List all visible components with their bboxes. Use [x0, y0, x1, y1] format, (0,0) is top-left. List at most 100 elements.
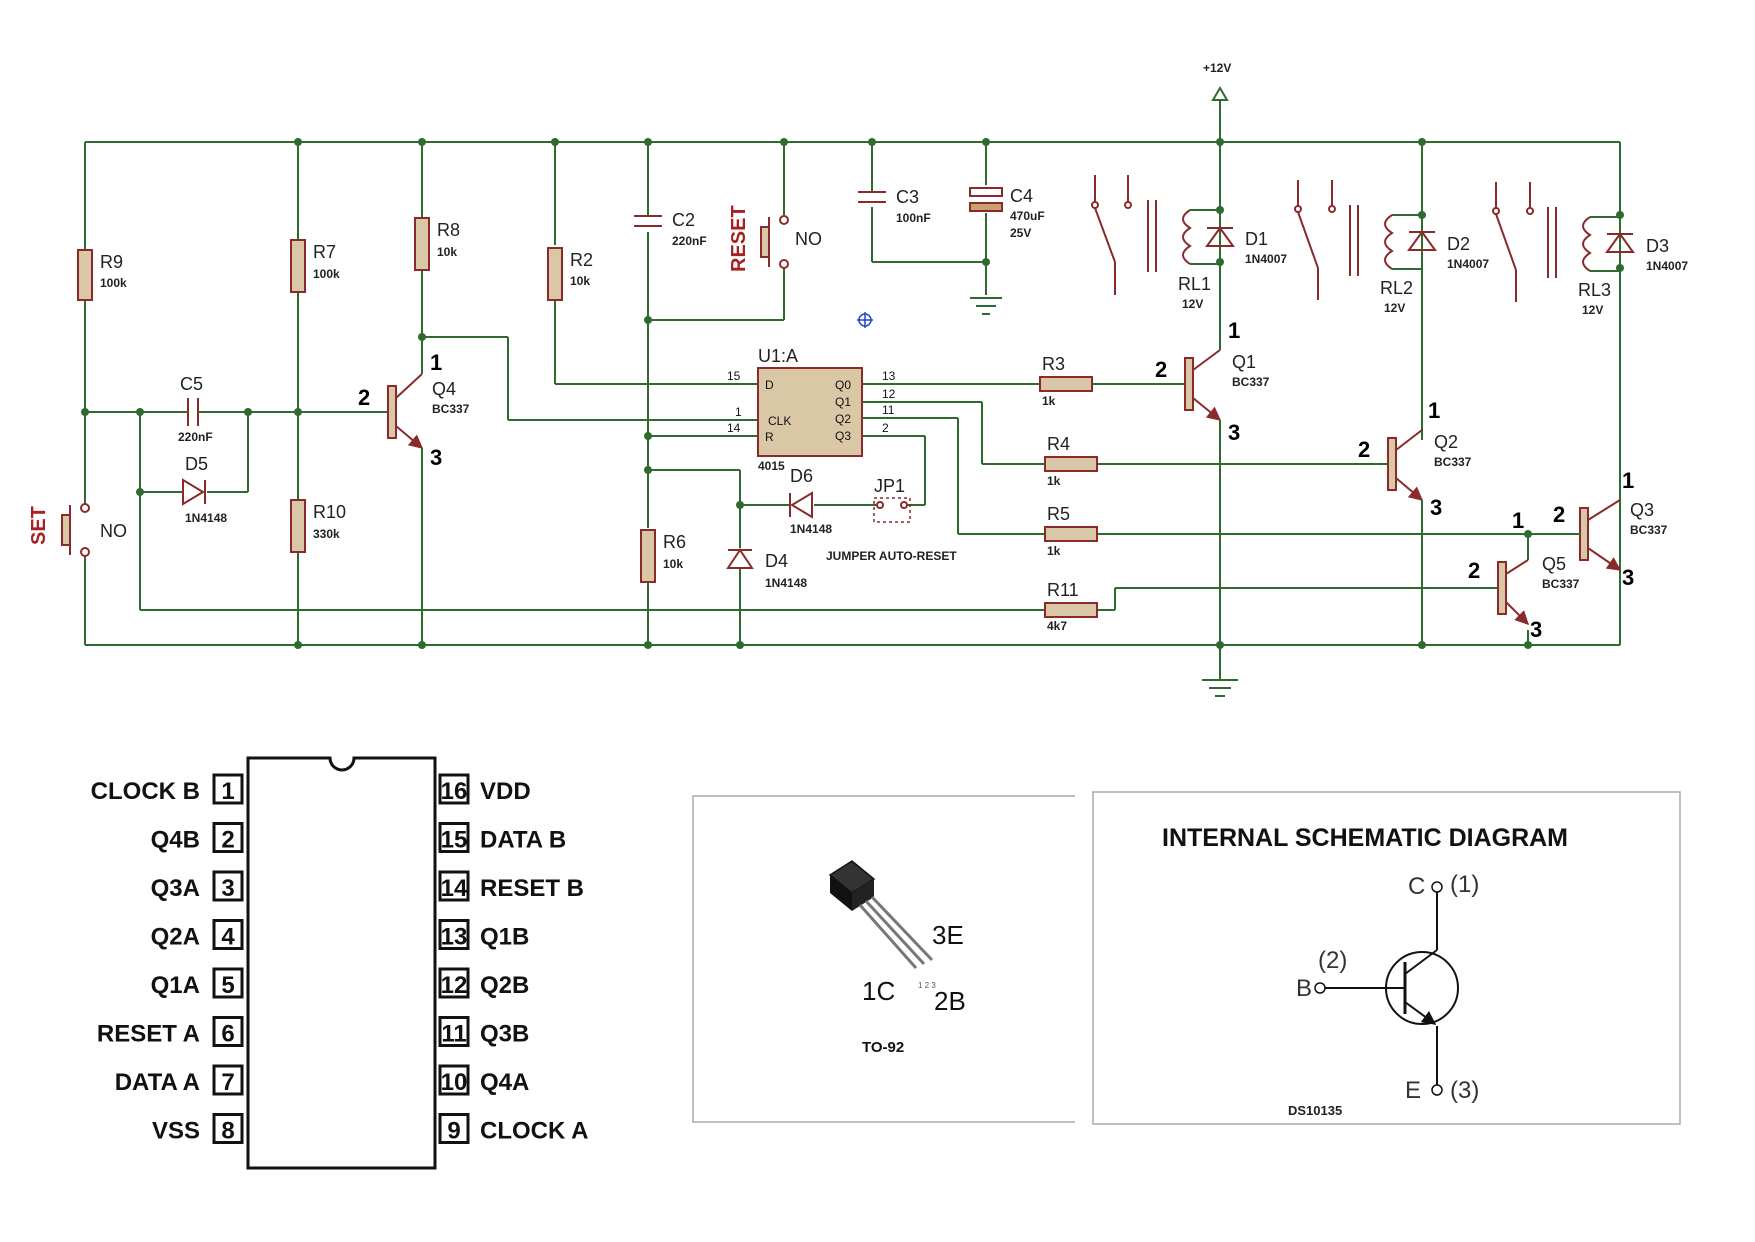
svg-text:DS10135: DS10135: [1288, 1103, 1342, 1118]
resistor-r3: R3 1k: [1039, 354, 1093, 408]
svg-text:BC337: BC337: [1232, 375, 1270, 389]
svg-text:R6: R6: [663, 532, 686, 552]
svg-text:Q2: Q2: [835, 412, 851, 426]
svg-text:BC337: BC337: [432, 402, 470, 416]
svg-text:D5: D5: [185, 454, 208, 474]
dip-pin-name: VDD: [480, 778, 531, 805]
svg-text:2: 2: [882, 421, 889, 435]
svg-text:BC337: BC337: [1542, 577, 1580, 591]
svg-text:C3: C3: [896, 187, 919, 207]
svg-text:3: 3: [430, 445, 442, 470]
svg-text:BC337: BC337: [1434, 455, 1472, 469]
dip-pin-number: 1: [221, 778, 234, 805]
svg-text:1N4148: 1N4148: [765, 576, 807, 590]
to92-package-icon: [828, 860, 934, 969]
dip-pin-name: Q3A: [151, 875, 200, 902]
svg-text:D2: D2: [1447, 234, 1470, 254]
dip-pin-number: 5: [221, 972, 234, 999]
svg-text:1 2 3: 1 2 3: [918, 981, 936, 990]
svg-text:220nF: 220nF: [672, 234, 707, 248]
ic-ref: U1:A: [758, 346, 798, 366]
svg-text:1k: 1k: [1042, 394, 1056, 408]
svg-text:1k: 1k: [1047, 474, 1061, 488]
svg-text:3: 3: [1228, 420, 1240, 445]
ground-symbol-bottom: [1202, 679, 1238, 697]
svg-text:Q3: Q3: [1630, 500, 1654, 520]
svg-text:10k: 10k: [437, 245, 457, 259]
dip-pin-name: Q4A: [480, 1069, 529, 1096]
ic-u1a: U1:A 4015 D CLK R Q0 Q1 Q2 Q3 15 1 14 13…: [727, 346, 896, 473]
svg-text:Q4: Q4: [432, 379, 456, 399]
diode-d1: D1 1N4007: [1205, 226, 1287, 266]
svg-text:1N4007: 1N4007: [1646, 259, 1688, 273]
dip-pin-name: Q2B: [480, 972, 529, 999]
svg-text:Q2: Q2: [1434, 432, 1458, 452]
svg-text:(1): (1): [1450, 871, 1479, 898]
svg-text:330k: 330k: [313, 527, 340, 541]
dip-pin-left: 6 RESET A: [97, 1016, 244, 1048]
dip-pin-number: 14: [441, 875, 468, 902]
dip-pin-number: 7: [221, 1069, 234, 1096]
svg-text:1: 1: [1622, 468, 1634, 493]
dip-pin-number: 2: [221, 827, 234, 854]
dip-pin-number: 13: [441, 924, 468, 951]
dip-pin-name: Q1B: [480, 924, 529, 951]
svg-text:TO-92: TO-92: [862, 1039, 904, 1056]
svg-text:R5: R5: [1047, 504, 1070, 524]
dip-pin-name: DATA A: [115, 1069, 200, 1096]
dip-pin-number: 9: [447, 1118, 460, 1145]
to92-panel: 3E 1C 2B 1 2 3 TO-92: [692, 795, 1075, 1123]
svg-text:2: 2: [1468, 558, 1480, 583]
svg-text:R: R: [765, 430, 774, 444]
resistor-r2: R2 10k: [547, 247, 593, 301]
reset-switch: RESET NO: [728, 205, 822, 272]
svg-text:C: C: [1408, 873, 1425, 900]
svg-text:D: D: [765, 378, 774, 392]
dip-pin-number: 6: [221, 1021, 234, 1048]
resistor-r7: R7 100k: [290, 239, 340, 293]
dip-pin-number: 12: [441, 972, 468, 999]
diode-d3: D3 1N4007: [1605, 232, 1688, 273]
svg-text:3: 3: [1530, 617, 1542, 642]
svg-text:NO: NO: [795, 229, 822, 249]
capacitor-c2: C2 220nF: [634, 210, 707, 248]
resistor-r4: R4 1k: [1044, 434, 1098, 488]
reset-switch-label: RESET: [728, 205, 750, 272]
svg-text:R3: R3: [1042, 354, 1065, 374]
dip-pin-name: Q2A: [151, 924, 200, 951]
dip-pin-name: Q3B: [480, 1021, 529, 1048]
dip-pin-number: 3: [221, 875, 234, 902]
dip-pin-name: Q1A: [151, 972, 200, 999]
dip-pin-name: CLOCK B: [91, 778, 200, 805]
supply-terminal: +12V: [1203, 61, 1231, 101]
dip-pin-name: RESET B: [480, 875, 584, 902]
svg-text:220nF: 220nF: [178, 430, 213, 444]
svg-text:1N4148: 1N4148: [790, 522, 832, 536]
diode-d5: D5 1N4148: [182, 454, 227, 525]
svg-text:R11: R11: [1047, 580, 1079, 600]
dip-pin-name: Q4B: [151, 827, 200, 854]
svg-text:R10: R10: [313, 502, 346, 522]
svg-text:NO: NO: [100, 521, 127, 541]
dip-pin-name: DATA B: [480, 827, 566, 854]
dip-pin-left: 1 CLOCK B: [91, 773, 244, 805]
svg-text:11: 11: [882, 403, 895, 417]
schematic-wires: [84, 100, 1621, 680]
svg-text:12: 12: [882, 387, 896, 401]
svg-text:1: 1: [1512, 508, 1524, 533]
capacitor-c4: C4 470uF 25V: [969, 186, 1045, 240]
svg-text:14: 14: [727, 421, 741, 435]
dip-pin-left: 5 Q1A: [151, 967, 244, 999]
svg-text:2: 2: [1155, 357, 1167, 382]
ic-part: 4015: [758, 459, 785, 473]
svg-text:1: 1: [735, 405, 742, 419]
svg-text:R4: R4: [1047, 434, 1070, 454]
dip-pin-name: RESET A: [97, 1021, 200, 1048]
dip-pin-name: VSS: [152, 1118, 200, 1145]
dip-pin-number: 10: [441, 1069, 468, 1096]
svg-text:JP1: JP1: [874, 476, 905, 496]
transistor-q1: Q1 BC337 1 2 3: [1155, 318, 1270, 445]
resistor-r6: R6 10k: [640, 529, 686, 583]
dip-pin-left: 2 Q4B: [151, 822, 244, 854]
svg-text:D1: D1: [1245, 229, 1268, 249]
